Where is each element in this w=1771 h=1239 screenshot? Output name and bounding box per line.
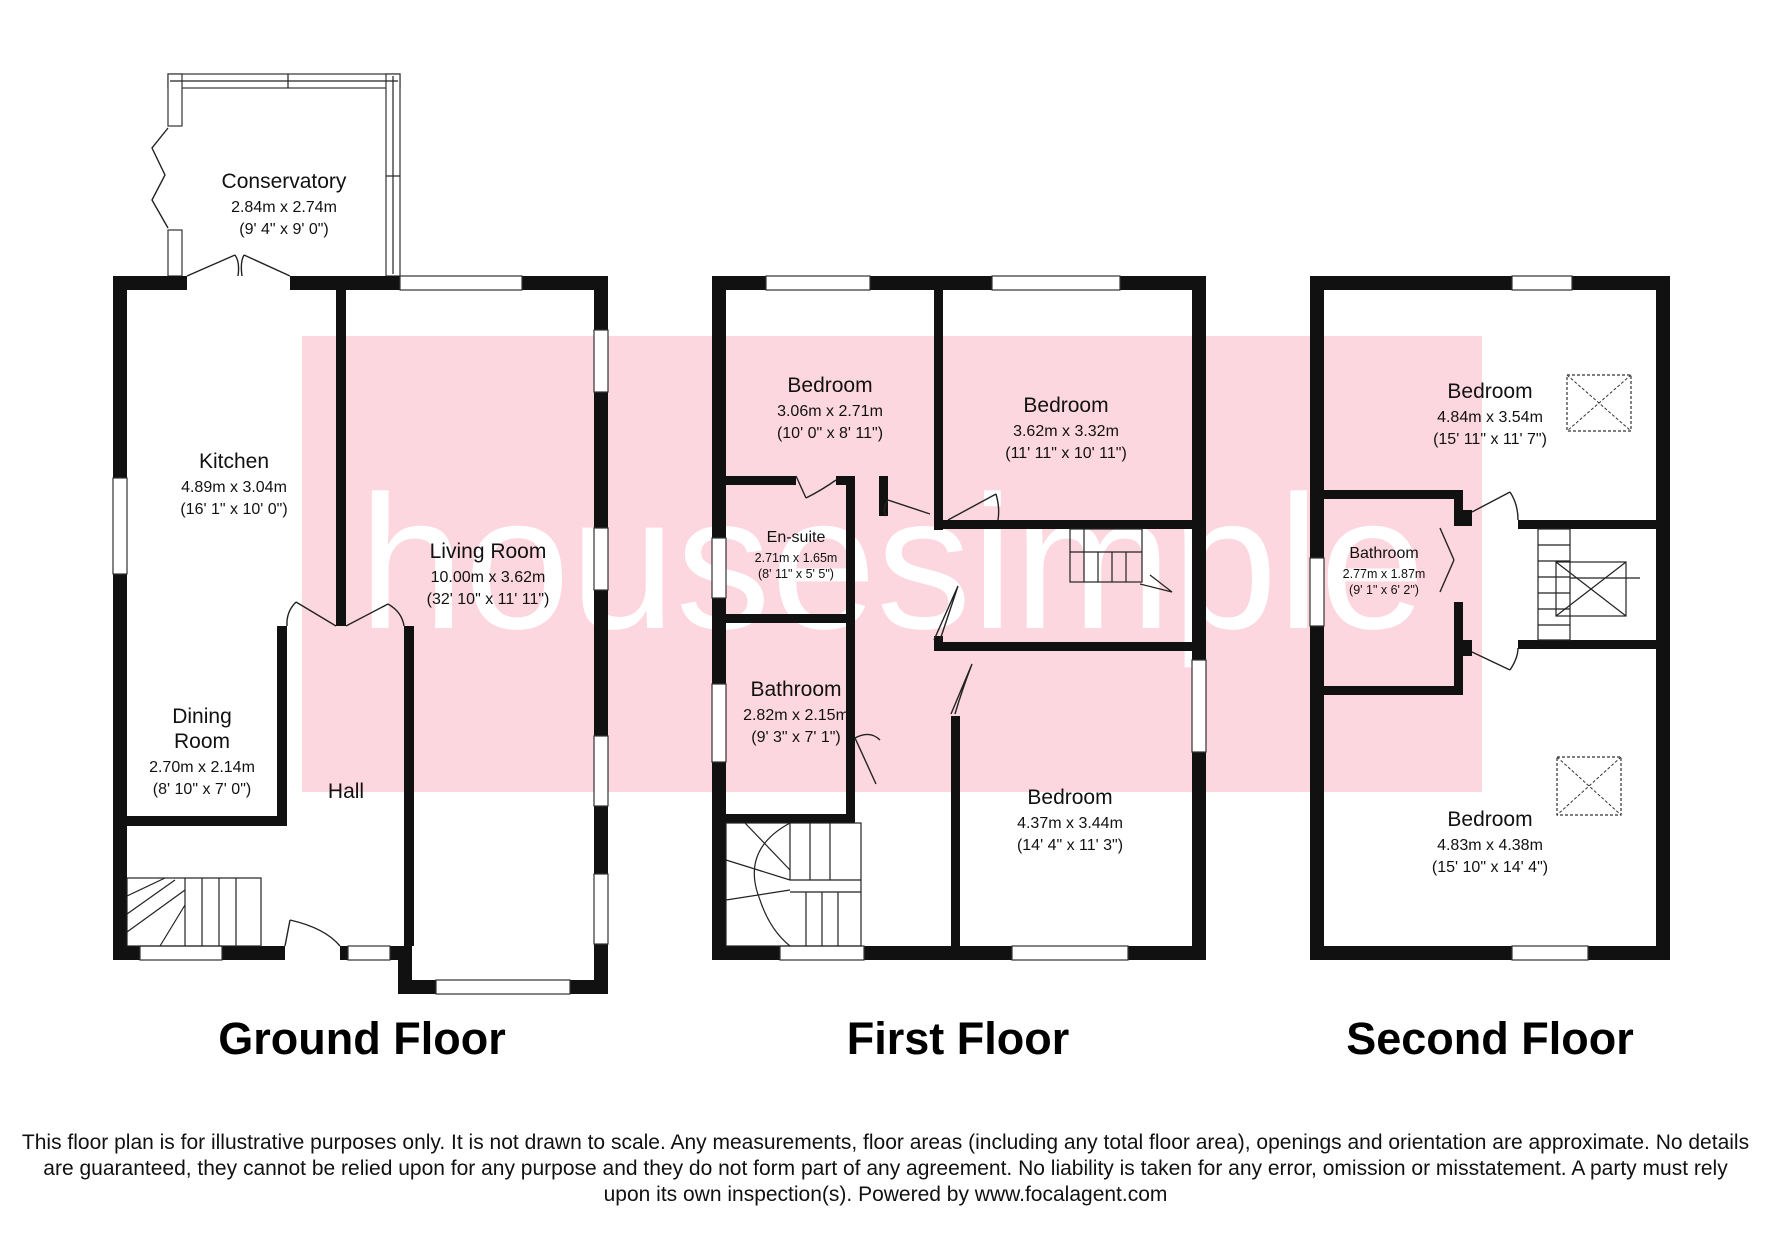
svg-text:2.84m x 2.74m: 2.84m x 2.74m — [231, 199, 337, 216]
disclaimer-text: This floor plan is for illustrative purp… — [21, 1131, 1750, 1206]
svg-text:10.00m x 3.62m: 10.00m x 3.62m — [431, 569, 546, 586]
svg-text:Bedroom: Bedroom — [1447, 808, 1532, 831]
svg-text:(15' 10" x 14' 4"): (15' 10" x 14' 4") — [1432, 859, 1548, 876]
svg-text:2.71m x 1.65m: 2.71m x 1.65m — [755, 551, 838, 565]
watermark-text: housesimple — [359, 457, 1426, 669]
skylight-icon — [1556, 756, 1622, 816]
room-label-bathroom: Bathroom 2.82m x 2.15m (9' 3" x 7' 1") — [743, 678, 849, 746]
svg-text:(11' 11" x 10' 11"): (11' 11" x 10' 11") — [1005, 445, 1127, 462]
svg-text:(8' 10" x 7' 0"): (8' 10" x 7' 0") — [153, 781, 251, 798]
floor-label-second: Second Floor — [1346, 1013, 1634, 1064]
svg-text:(9' 4" x 9' 0"): (9' 4" x 9' 0") — [239, 221, 329, 238]
svg-text:(9' 3" x 7' 1"): (9' 3" x 7' 1") — [751, 729, 841, 746]
room-label-bedroom-1: Bedroom 3.06m x 2.71m (10' 0" x 8' 11") — [777, 374, 883, 442]
svg-text:(16' 1" x 10' 0"): (16' 1" x 10' 0") — [180, 501, 287, 518]
room-label-hall: Hall — [328, 780, 364, 803]
room-label-conservatory: Conservatory 2.84m x 2.74m (9' 4" x 9' 0… — [222, 170, 347, 238]
svg-text:2.77m x 1.87m: 2.77m x 1.87m — [1343, 567, 1426, 581]
first-floor-stairs — [725, 528, 1173, 947]
svg-text:(15' 11" x 11' 7"): (15' 11" x 11' 7") — [1433, 431, 1547, 448]
svg-text:Bedroom: Bedroom — [787, 374, 872, 397]
room-label-living-room: Living Room 10.00m x 3.62m (32' 10" x 11… — [427, 540, 550, 608]
second-floor-windows — [1309, 275, 1589, 961]
ground-floor-stairs — [126, 877, 262, 947]
svg-text:3.62m x 3.32m: 3.62m x 3.32m — [1013, 423, 1119, 440]
floor-label-first: First Floor — [847, 1013, 1070, 1064]
svg-text:4.83m x 4.38m: 4.83m x 4.38m — [1437, 837, 1543, 854]
conservatory-frame — [151, 73, 401, 277]
watermark-band — [302, 336, 1482, 792]
svg-text:Bathroom: Bathroom — [1349, 545, 1418, 562]
second-floor-doors — [1439, 491, 1519, 671]
first-floor-doors — [795, 475, 1000, 785]
svg-text:2.70m x 2.14m: 2.70m x 2.14m — [149, 759, 255, 776]
room-label-dining-room: Dining Room 2.70m x 2.14m (8' 10" x 7' 0… — [149, 705, 255, 798]
svg-text:(32' 10" x 11' 11"): (32' 10" x 11' 11") — [427, 591, 550, 608]
svg-text:(10' 0" x 8' 11"): (10' 0" x 8' 11") — [777, 425, 883, 442]
svg-text:Bedroom: Bedroom — [1027, 786, 1112, 809]
room-label-bedroom-3: Bedroom 4.37m x 3.44m (14' 4" x 11' 3") — [1017, 786, 1123, 854]
svg-text:4.84m x 3.54m: 4.84m x 3.54m — [1437, 409, 1543, 426]
svg-text:Living Room: Living Room — [430, 540, 547, 563]
room-label-bathroom-second: Bathroom 2.77m x 1.87m (9' 1" x 6' 2") — [1343, 545, 1426, 597]
ground-floor-windows — [112, 275, 609, 995]
svg-text:Bathroom: Bathroom — [750, 678, 841, 701]
room-label-bedroom-2: Bedroom 3.62m x 3.32m (11' 11" x 10' 11"… — [1005, 394, 1127, 462]
second-floor-stairs — [1537, 528, 1640, 641]
svg-text:(9' 1" x 6' 2"): (9' 1" x 6' 2") — [1349, 583, 1419, 597]
svg-text:(8' 11" x 5' 5"): (8' 11" x 5' 5") — [758, 567, 834, 581]
room-label-kitchen: Kitchen 4.89m x 3.04m (16' 1" x 10' 0") — [180, 450, 287, 518]
svg-text:Dining: Dining — [172, 705, 232, 728]
svg-text:Room: Room — [174, 730, 230, 753]
ground-floor-doors — [186, 254, 405, 947]
room-label-bedroom-bottom: Bedroom 4.83m x 4.38m (15' 10" x 14' 4") — [1432, 808, 1548, 876]
skylight-icon — [1566, 374, 1632, 432]
svg-text:3.06m x 2.71m: 3.06m x 2.71m — [777, 403, 883, 420]
first-floor-plan: Bedroom 3.06m x 2.71m (10' 0" x 8' 11") … — [711, 275, 1207, 1064]
room-label-bedroom-top: Bedroom 4.84m x 3.54m (15' 11" x 11' 7") — [1433, 380, 1547, 448]
svg-text:En-suite: En-suite — [767, 529, 826, 546]
ground-floor-plan: Conservatory 2.84m x 2.74m (9' 4" x 9' 0… — [112, 73, 609, 1064]
svg-text:(14' 4" x 11' 3"): (14' 4" x 11' 3") — [1017, 837, 1123, 854]
first-floor-windows — [711, 275, 1207, 961]
svg-text:Conservatory: Conservatory — [222, 170, 347, 193]
svg-text:4.89m x 3.04m: 4.89m x 3.04m — [181, 479, 287, 496]
room-label-en-suite: En-suite 2.71m x 1.65m (8' 11" x 5' 5") — [755, 529, 838, 581]
svg-text:Bedroom: Bedroom — [1023, 394, 1108, 417]
svg-text:Bedroom: Bedroom — [1447, 380, 1532, 403]
svg-text:2.82m x 2.15m: 2.82m x 2.15m — [743, 707, 849, 724]
second-floor-plan: Bedroom 4.84m x 3.54m (15' 11" x 11' 7")… — [1309, 275, 1670, 1064]
floor-label-ground: Ground Floor — [218, 1013, 505, 1064]
svg-text:4.37m x 3.44m: 4.37m x 3.44m — [1017, 815, 1123, 832]
svg-text:Kitchen: Kitchen — [199, 450, 269, 473]
